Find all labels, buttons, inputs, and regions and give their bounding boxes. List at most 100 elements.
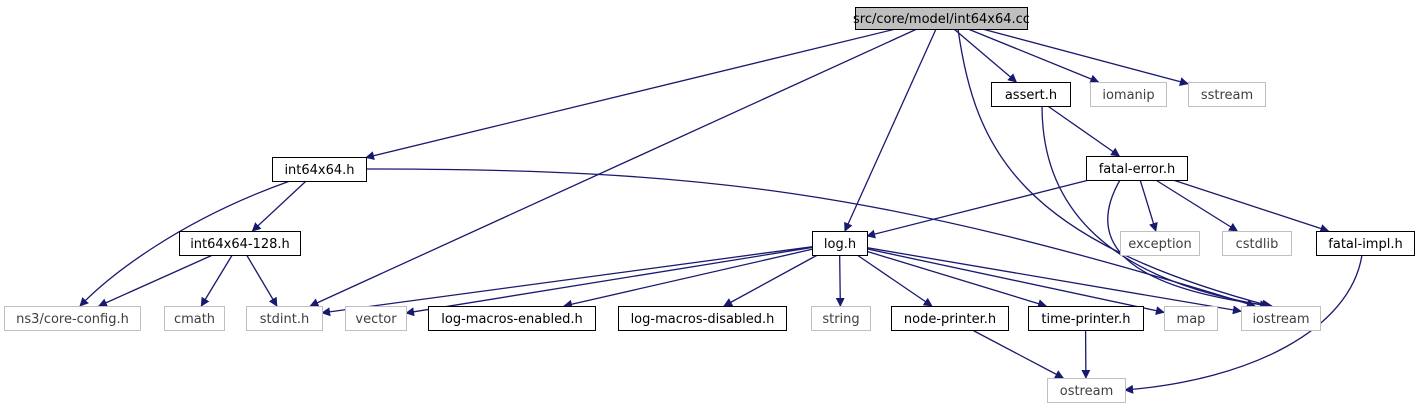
edge-root-to-log-h [844,28,937,232]
edge-fatal-impl-h-to-ostream [1124,254,1363,394]
edge-root-to-iomanip [967,28,1100,84]
node-box [1241,306,1321,331]
node-iostream: iostream [1241,306,1321,331]
edge-int64x64-h-to-core-config-h [79,180,291,307]
edge-assert-h-to-iostream [1041,105,1269,310]
node-box [1164,306,1218,331]
node-label: time-printer.h [1041,312,1130,327]
node-label: log-macros-disabled.h [631,312,775,327]
edge-root-to-stdint-h [309,28,918,307]
node-label: fatal-impl.h [1328,237,1402,252]
node-int64x64-128-h[interactable]: int64x64-128.h [179,231,301,256]
edge-log-h-to-iostream [866,247,1242,315]
node-box [891,306,1009,331]
node-box [4,306,141,331]
node-label: exception [1128,237,1192,252]
node-log-h[interactable]: log.h [812,231,868,256]
node-label: sstream [1201,88,1253,103]
node-root[interactable]: src/core/model/int64x64.cc [853,7,1030,30]
node-label: fatal-error.h [1099,162,1176,177]
node-label: map [1177,312,1206,327]
edge-int64x64-128-h-to-stdint-h [246,254,278,307]
node-fatal-error-h[interactable]: fatal-error.h [1086,156,1188,181]
node-node-printer-h[interactable]: node-printer.h [891,306,1009,331]
node-box [1028,306,1144,331]
edge-root-to-sstream [982,28,1189,87]
nodes-layer: src/core/model/int64x64.cc int64x64.h asse… [4,7,1415,403]
node-box [1120,231,1200,256]
node-ostream: ostream [1047,378,1126,403]
node-core-config-h: ns3/core-config.h [4,306,141,331]
node-box [1222,231,1292,256]
node-time-printer-h[interactable]: time-printer.h [1028,306,1144,331]
node-box [812,231,868,256]
node-label: assert.h [1005,88,1057,103]
node-sstream: sstream [1188,82,1266,107]
node-log-macros-enabled-h[interactable]: log-macros-enabled.h [428,306,596,331]
edge-log-h-to-stdint-h [321,246,813,317]
edge-int64x64-128-h-to-core-config-h [97,254,213,307]
edge-root-to-assert-h [953,28,1018,83]
edges-layer [79,28,1363,394]
edge-int64x64-h-to-iostream [365,168,1256,308]
node-label: stdint.h [260,312,309,327]
edge-root-to-iostream [957,28,1271,309]
node-fatal-impl-h[interactable]: fatal-impl.h [1316,231,1415,256]
node-label: ns3/core-config.h [16,312,129,327]
node-label: cmath [174,312,215,327]
edge-log-h-to-log-macros-enabled-h [563,248,813,309]
node-box [345,306,407,331]
edge-fatal-error-h-to-cstdlib [1155,179,1239,232]
node-map: map [1164,306,1218,331]
node-box [618,306,787,331]
edge-log-h-to-string [835,254,845,307]
node-label: iostream [1252,312,1309,327]
node-box [272,157,367,182]
node-int64x64-h[interactable]: int64x64.h [272,157,367,182]
node-box [811,306,871,331]
node-box [179,231,301,256]
node-string: string [811,306,871,331]
edge-fatal-error-h-to-iostream [1107,179,1273,310]
edge-int64x64-h-to-int64x64-128-h [251,180,307,232]
edge-assert-h-to-fatal-error-h [1047,105,1121,157]
node-box [1188,82,1266,107]
node-box [428,306,596,331]
node-box [855,7,1028,30]
node-exception: exception [1120,231,1200,256]
node-assert-h[interactable]: assert.h [991,82,1071,107]
node-cmath: cmath [164,306,225,331]
edge-log-h-to-map [866,248,1165,316]
node-label: iomanip [1102,88,1154,103]
node-label: log.h [824,237,856,252]
node-box [1090,82,1167,107]
node-stdint-h: stdint.h [246,306,323,331]
node-box [991,82,1071,107]
edge-fatal-error-h-to-fatal-impl-h [1172,179,1330,233]
node-cstdlib: cstdlib [1222,231,1292,256]
node-label: node-printer.h [904,312,996,327]
edge-log-h-to-node-printer-h [856,254,933,307]
node-label: ostream [1060,384,1114,399]
edge-node-printer-h-to-ostream [971,329,1065,379]
edge-fatal-error-h-to-log-h [866,179,1090,239]
node-label: string [822,312,859,327]
edge-root-to-int64x64-h [365,28,896,161]
node-label: int64x64.h [284,163,354,178]
node-log-macros-disabled-h[interactable]: log-macros-disabled.h [618,306,787,331]
node-iomanip: iomanip [1090,82,1167,107]
edge-log-h-to-log-macros-disabled-h [723,254,818,307]
edge-fatal-error-h-to-exception [1139,179,1158,232]
node-box [1316,231,1415,256]
node-box [1086,156,1188,181]
edge-int64x64-128-h-to-cmath [200,254,233,307]
node-vector: vector [345,306,407,331]
node-label: cstdlib [1236,237,1279,252]
node-label: src/core/model/int64x64.cc [853,12,1030,27]
node-box [1047,378,1126,403]
node-box [246,306,323,331]
node-label: vector [355,312,397,327]
node-label: int64x64-128.h [190,237,290,252]
node-box [164,306,225,331]
